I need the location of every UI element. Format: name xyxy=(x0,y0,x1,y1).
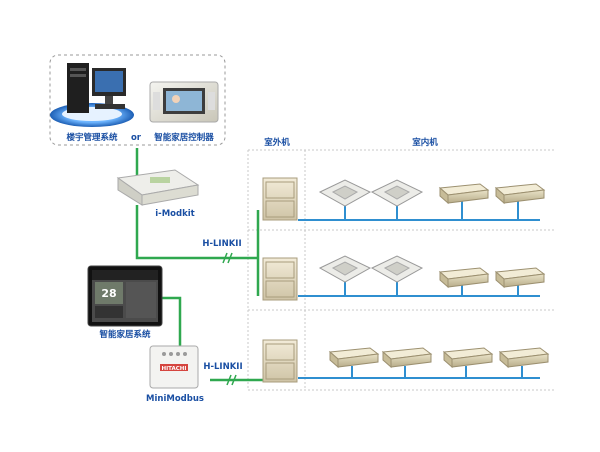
cassette-unit-r1-1 xyxy=(318,179,372,207)
outdoor-unit-3 xyxy=(262,339,298,383)
cassette-unit-r2-2 xyxy=(370,255,424,283)
computer-icon xyxy=(50,63,134,127)
label-or: or xyxy=(131,133,142,143)
duct-unit-r3-4 xyxy=(498,347,550,369)
hitachi-logo-text: HITACHI xyxy=(162,366,187,372)
screen-temperature: 28 xyxy=(101,287,116,300)
hlink-break-marks xyxy=(222,252,237,386)
label-building-mgmt: 楼宇管理系统 xyxy=(66,132,118,143)
duct-unit-r3-2 xyxy=(381,347,433,369)
mini-modbus-device-icon: HITACHI xyxy=(149,345,199,389)
duct-unit-r3-3 xyxy=(442,347,494,369)
cassette-unit-r2-1 xyxy=(318,255,372,283)
smart-home-system-screen-icon: 28 xyxy=(87,265,163,327)
cassette-unit-r1-2 xyxy=(370,179,424,207)
label-i-modkit: i-Modkit xyxy=(155,209,194,219)
label-hlink-top: H-LINKII xyxy=(202,239,241,249)
duct-unit-r3-1 xyxy=(328,347,380,369)
blue-refrigerant-lines xyxy=(298,200,540,379)
duct-unit-r1-2 xyxy=(494,183,546,205)
top-system-box xyxy=(49,54,226,146)
duct-unit-r2-1 xyxy=(438,267,490,289)
outdoor-unit-1 xyxy=(262,177,298,221)
smart-home-controller-icon xyxy=(149,81,219,123)
label-mini-modbus: MiniModbus xyxy=(146,394,204,404)
outdoor-unit-2 xyxy=(262,257,298,301)
label-smart-home-controller: 智能家居控制器 xyxy=(153,132,214,143)
i-modkit-device-icon xyxy=(116,169,200,206)
header-indoor-units: 室内机 xyxy=(412,137,438,148)
duct-unit-r2-2 xyxy=(494,267,546,289)
unit-grid xyxy=(247,149,555,391)
label-smart-home-system: 智能家居系统 xyxy=(98,329,151,340)
header-outdoor-units: 室外机 xyxy=(264,137,290,148)
duct-unit-r1-1 xyxy=(438,183,490,205)
label-hlink-bottom: H-LINKII xyxy=(203,362,242,372)
